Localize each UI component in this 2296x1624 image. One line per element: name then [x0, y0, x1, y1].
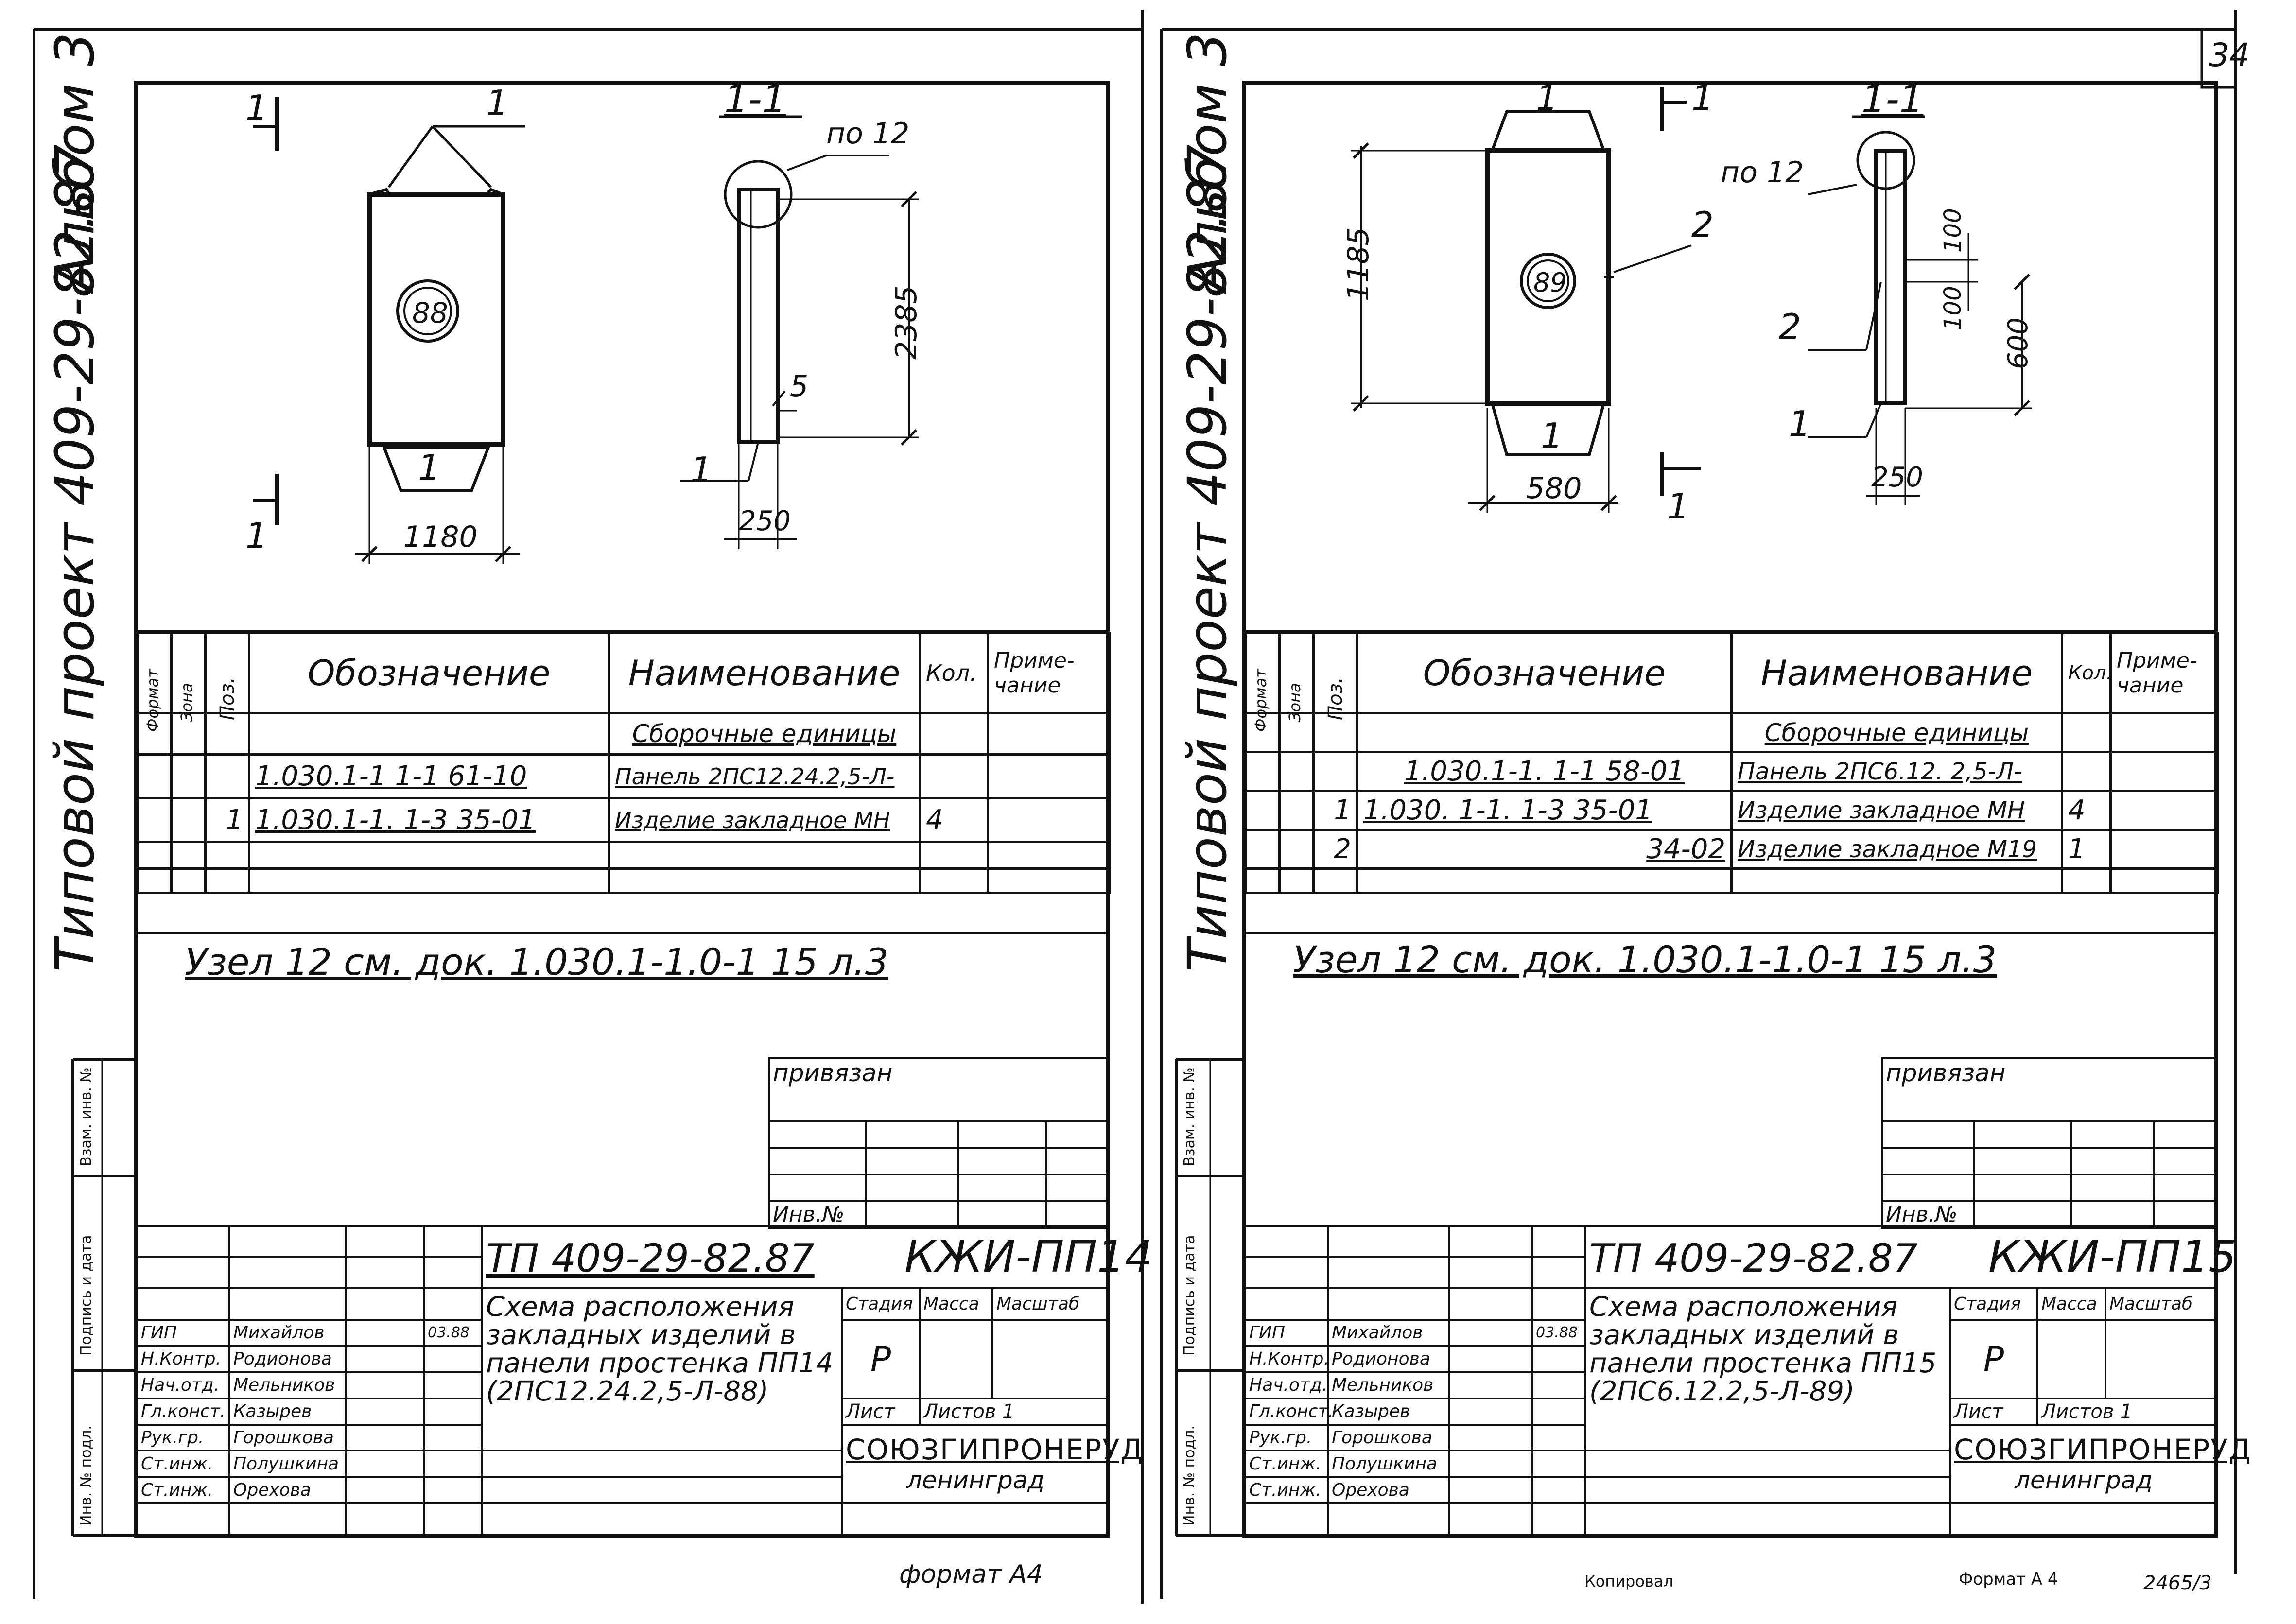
- table-row: 2 34-02 Изделие закладное М19 1: [1244, 829, 2219, 870]
- right-pos-label-section-1: 1: [1789, 403, 1811, 444]
- right-section-label: 1-1: [1861, 78, 1924, 121]
- right-spec-h-name: Наименование: [1730, 632, 2063, 714]
- right-spec-h-format: Формат: [1244, 632, 1281, 732]
- left-node-note: Узел 12 см. док. 1.030.1-1.0-1 15 л.3: [185, 940, 889, 984]
- left-pos-label-top: 1: [486, 83, 508, 123]
- left-side-album: Альбом 3: [44, 32, 106, 292]
- right-strip-label-replace: Взам. инв. №: [1181, 1067, 1198, 1166]
- right-spec-h-qty: Кол.: [2061, 632, 2112, 714]
- right-spec-h-note: Приме-чание: [2109, 632, 2219, 714]
- left-dim-thickness: 250: [739, 505, 791, 537]
- right-bound-block: привязан Инв.№: [1880, 1057, 2219, 1229]
- left-strip-label-replace: Взам. инв. №: [78, 1067, 95, 1166]
- footer-code: 2465/3: [2143, 1572, 2212, 1594]
- left-spec-h-format: Формат: [136, 632, 173, 732]
- left-spec-h-pos: Поз.: [204, 632, 250, 720]
- left-strip-label-sign: Подпись и дата: [78, 1235, 95, 1356]
- page-number: 34: [2209, 36, 2250, 74]
- table-row: [136, 841, 1111, 870]
- left-cut-mark-bottom: 1: [245, 515, 268, 556]
- right-dim-100a: 100: [1939, 208, 1966, 253]
- left-doc-code: ТП 409-29-82.87: [486, 1236, 815, 1281]
- right-pos-label-top: 1: [1536, 78, 1558, 119]
- right-side-album: Альбом 3: [1176, 32, 1238, 292]
- right-pos-label-bottom: 1: [1541, 415, 1563, 456]
- right-dim-thickness: 250: [1871, 462, 1923, 493]
- right-stage-value: Р: [1949, 1319, 2038, 1399]
- right-doc-title: Схема расположения закладных изделий в п…: [1584, 1287, 1951, 1452]
- right-bound-label: привязан: [1880, 1057, 2219, 1122]
- left-strip-label-inv: Инв. № подл.: [78, 1425, 95, 1526]
- left-title-block: ТП 409-29-82.87 КЖИ-ПП14 Схема расположе…: [136, 1224, 1153, 1536]
- left-spec-table: Формат Зона Поз. Обозначение Наименовани…: [136, 632, 1111, 894]
- left-doc-mark: КЖИ-ПП14: [904, 1231, 1153, 1283]
- left-dim-height: 2385: [889, 285, 923, 360]
- left-section-label: 1-1: [724, 78, 786, 121]
- left-pos-label-section: 1: [690, 449, 713, 490]
- left-spec-h-note: Приме-чание: [987, 632, 1111, 714]
- left-dim-width: 1180: [403, 520, 478, 554]
- table-row: 1 1.030. 1-1. 1-3 35-01 Изделие закладно…: [1244, 790, 2219, 831]
- right-panel-mark: 89: [1533, 267, 1567, 298]
- right-pos-label-m19: 2: [1691, 204, 1714, 245]
- left-spec-group: Сборочные единицы: [608, 712, 921, 756]
- right-org-block: СОЮЗГИПРОНЕРУД ленинград: [1948, 1423, 2251, 1504]
- left-cut-mark-top: 1: [245, 87, 268, 128]
- right-spec-group: Сборочные единицы: [1730, 712, 2063, 753]
- right-spec-table: Формат Зона Поз. Обозначение Наименовани…: [1244, 632, 2219, 894]
- left-doc-title: Схема расположения закладных изделий в п…: [481, 1287, 843, 1452]
- right-spec-h-pos: Поз.: [1312, 632, 1358, 720]
- right-dim-100b: 100: [1939, 286, 1966, 330]
- right-cut-mark-bottom: 1: [1667, 486, 1689, 527]
- left-pos-label-bottom: 1: [418, 447, 440, 488]
- left-bound-block: привязан Инв.№: [767, 1057, 1111, 1229]
- footer-format-right: Формат А 4: [1959, 1570, 2058, 1589]
- right-pos-label-section-2: 2: [1779, 306, 1801, 347]
- right-node-label: по 12: [1721, 155, 1804, 190]
- left-inv-label: Инв.№: [768, 1200, 867, 1229]
- right-dim-600: 600: [2002, 317, 2034, 369]
- left-spec-h-name: Наименование: [608, 632, 921, 714]
- right-spec-h-designation: Обозначение: [1356, 632, 1733, 714]
- right-title-block: ТП 409-29-82.87 КЖИ-ПП15 Схема расположе…: [1244, 1224, 2251, 1536]
- left-stage-value: Р: [841, 1319, 921, 1399]
- table-row: 1 1.030.1-1. 1-3 35-01 Изделие закладное…: [136, 797, 1111, 843]
- right-spec-h-zone: Зона: [1278, 632, 1315, 722]
- left-panel-mark: 88: [412, 296, 448, 329]
- left-bound-label: привязан: [767, 1057, 1111, 1122]
- left-spec-h-designation: Обозначение: [248, 632, 610, 714]
- left-node-label: по 12: [826, 117, 910, 151]
- right-node-note: Узел 12 см. док. 1.030.1-1.0-1 15 л.3: [1293, 938, 1997, 981]
- right-doc-mark: КЖИ-ПП15: [1988, 1231, 2237, 1283]
- right-dim-height: 1185: [1341, 227, 1375, 301]
- left-spec-h-zone: Зона: [170, 632, 207, 722]
- left-spec-h-qty: Кол.: [919, 632, 989, 714]
- right-strip-label-inv: Инв. № подл.: [1181, 1425, 1198, 1526]
- footer-format-left: формат А4: [899, 1560, 1043, 1589]
- left-dim-offset: 5: [790, 369, 809, 403]
- table-row: 1.030.1-1 1-1 61-10 Панель 2ПС12.24.2,5-…: [136, 753, 1111, 799]
- right-inv-label: Инв.№: [1881, 1200, 1975, 1229]
- footer-copied: Копировал: [1584, 1572, 1673, 1590]
- right-cut-mark-top: 1: [1691, 78, 1714, 119]
- right-strip-label-sign: Подпись и дата: [1181, 1235, 1198, 1356]
- right-dim-width: 580: [1526, 471, 1582, 505]
- table-row: 1.030.1-1. 1-1 58-01 Панель 2ПС6.12. 2,5…: [1244, 751, 2219, 792]
- left-org-block: СОЮЗГИПРОНЕРУД ленинград: [840, 1423, 1143, 1504]
- right-doc-code: ТП 409-29-82.87: [1589, 1236, 1918, 1281]
